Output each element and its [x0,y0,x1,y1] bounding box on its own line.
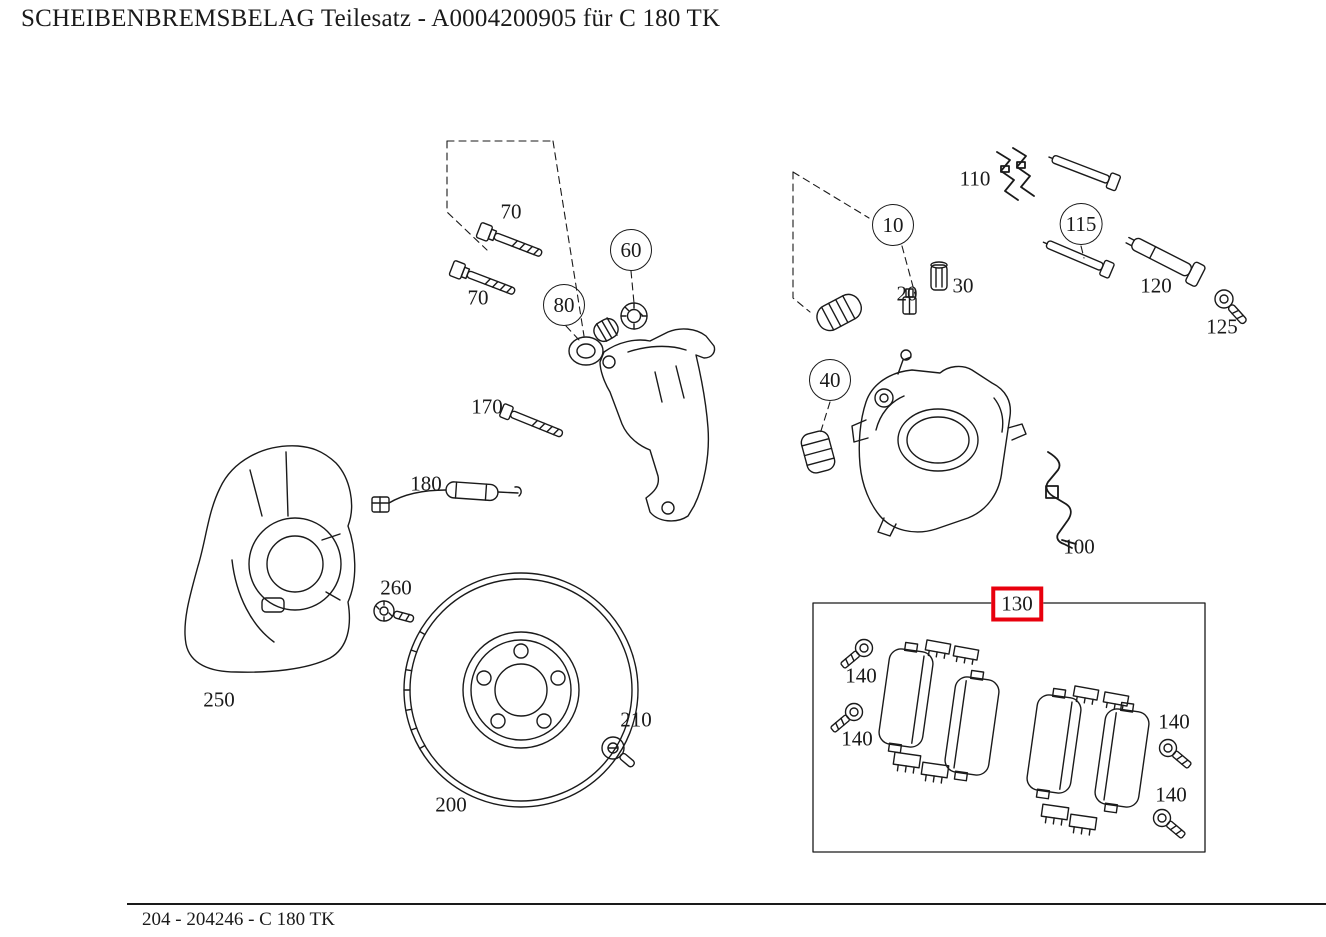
leader-lines [446,140,1085,435]
bushing-drawing-80 [568,317,619,366]
caliper-housing-drawing-10 [851,349,1027,537]
part-label-120[interactable]: 120 [1140,273,1172,298]
part-label-125[interactable]: 125 [1206,314,1238,339]
bolt-drawing-170 [499,403,564,438]
brake-pad-drawing-c [1026,687,1082,800]
pad-bolt-drawing-2 [830,702,864,733]
part-label-70[interactable]: 70 [467,285,489,310]
guide-bolt-drawing-upper [475,222,543,257]
part-label-260[interactable]: 260 [380,575,412,600]
pad-hardware-clips-drawing [892,639,1130,836]
part-label-140[interactable]: 140 [841,726,873,751]
part-label-115[interactable]: 115 [1059,203,1103,245]
page-title: SCHEIBENBREMSBELAG Teilesatz - A00042009… [21,5,721,32]
part-label-80[interactable]: 80 [543,284,585,326]
pad-bolt-drawing-4 [1152,808,1186,839]
guide-bolt-drawing-lower [448,260,516,295]
dust-shield-drawing-250 [184,445,356,673]
pad-bolt-drawing-3 [1158,738,1192,769]
part-label-170[interactable]: 170 [471,394,503,419]
brake-pad-drawing-b [944,669,1000,782]
spring-clip-drawing-100 [1045,451,1077,549]
brake-pad-drawing-a [878,641,934,754]
part-label-110[interactable]: 110 [959,166,991,191]
part-label-10[interactable]: 10 [872,204,914,246]
lock-pin-drawing-120 [1125,236,1206,287]
pad-bolt-drawing-1 [840,638,874,669]
cap-drawing-30 [930,261,948,291]
guide-sleeve-drawing-40-lower [800,430,836,474]
part-label-140[interactable]: 140 [845,663,877,688]
footer-reference: 204 - 204246 - C 180 TK [127,903,1326,931]
screw-drawing-125 [1214,289,1247,325]
part-label-180[interactable]: 180 [410,471,442,496]
nut-drawing-60 [620,302,648,330]
part-label-140[interactable]: 140 [1158,709,1190,734]
wear-sensor-drawing-180 [371,481,522,513]
valve-drawing-20 [902,288,917,315]
screw-drawing-210 [601,736,635,768]
part-label-20[interactable]: 20 [896,281,918,306]
part-label-60[interactable]: 60 [610,229,652,271]
part-label-30[interactable]: 30 [952,273,974,298]
brake-pad-drawing-d [1094,701,1150,814]
part-label-130[interactable]: 130 [991,586,1043,622]
guide-sleeve-drawing-40-upper [816,293,862,332]
part-label-200[interactable]: 200 [435,792,467,817]
caliper-bracket-drawing [599,328,716,522]
brake-disc-drawing-200 [403,572,639,808]
part-label-210[interactable]: 210 [620,707,652,732]
part-label-250[interactable]: 250 [203,687,235,712]
part-label-40[interactable]: 40 [809,359,851,401]
guide-pins-drawing-115 [1042,154,1122,279]
part-label-140[interactable]: 140 [1155,782,1187,807]
part-label-100[interactable]: 100 [1063,534,1095,559]
part-label-70[interactable]: 70 [500,199,522,224]
screw-drawing-260 [373,600,415,623]
retaining-clips-drawing-110 [996,147,1035,201]
